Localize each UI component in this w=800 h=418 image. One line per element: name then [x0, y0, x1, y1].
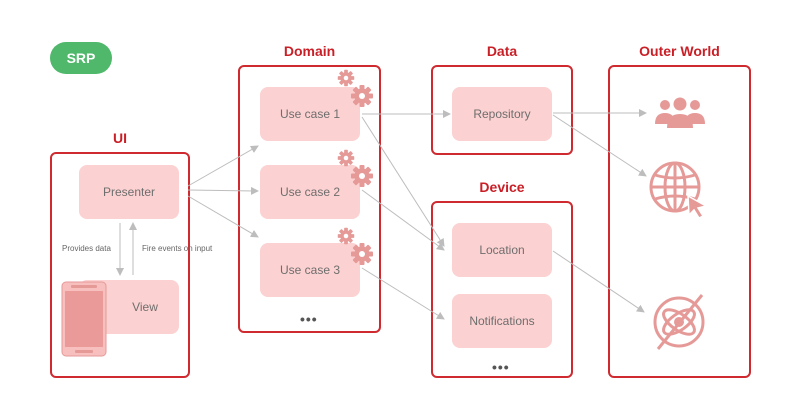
arrow-usecase2-location	[361, 189, 445, 251]
location-node: Location	[452, 223, 552, 277]
use-case-2-label: Use case 2	[279, 185, 341, 199]
phone-icon	[61, 281, 107, 357]
view-label: View	[132, 300, 158, 314]
location-label: Location	[479, 243, 525, 257]
domain-more-dots: •••	[300, 311, 318, 327]
notifications-label: Notifications	[469, 314, 535, 328]
arrow-presenter-usecase1	[187, 145, 259, 187]
data-title: Data	[486, 43, 518, 59]
globe-cursor-icon	[649, 161, 709, 219]
use-case-3-node: Use case 3	[260, 243, 360, 297]
gears-icon-3	[334, 224, 378, 270]
repository-label: Repository	[473, 107, 531, 121]
arrow-repository-globe	[552, 114, 647, 177]
provides-data-label: Provides data	[62, 244, 111, 253]
arrow-presenter-usecase3	[187, 195, 259, 238]
presenter-label: Presenter	[102, 185, 156, 199]
device-more-dots: •••	[492, 359, 510, 375]
device-title: Device	[479, 179, 525, 195]
gears-icon-1	[334, 66, 378, 112]
gears-icon-2	[334, 146, 378, 192]
fire-events-label: Fire events on input	[142, 244, 213, 253]
use-case-1-node: Use case 1	[260, 87, 360, 141]
use-case-1-label: Use case 1	[279, 107, 341, 121]
use-case-2-node: Use case 2	[260, 165, 360, 219]
notifications-node: Notifications	[452, 294, 552, 348]
arrow-usecase3-notifications	[361, 267, 445, 320]
orbit-disabled-icon	[653, 294, 705, 350]
repository-node: Repository	[452, 87, 552, 141]
arrow-location-orbit	[552, 250, 645, 313]
use-case-3-label: Use case 3	[279, 263, 341, 277]
arrow-usecase1-location	[361, 116, 445, 247]
srp-badge: SRP	[50, 42, 112, 74]
people-icon	[655, 97, 705, 128]
arrow-presenter-usecase2	[187, 186, 259, 195]
presenter-node: Presenter	[79, 165, 179, 219]
domain-title: Domain	[283, 43, 336, 59]
ui-title: UI	[113, 130, 127, 146]
outer-world-title: Outer World	[639, 43, 720, 59]
